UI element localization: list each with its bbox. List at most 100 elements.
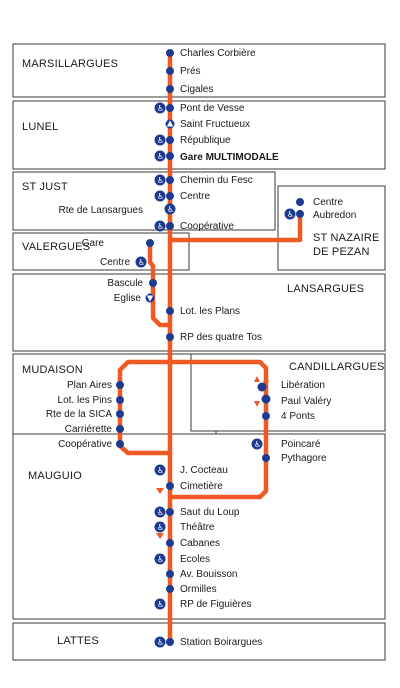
stop-rp-des-quatre-tos: RP des quatre Tos	[180, 332, 262, 343]
stop-dot-bascule	[149, 279, 157, 287]
stop-dot-station-boirargues	[166, 638, 174, 646]
wheelchair-icon: ♿	[154, 220, 166, 232]
stop-poincare: Poincaré	[281, 439, 321, 450]
town-lansargues: LANSARGUES	[287, 283, 364, 295]
svg-text:♿: ♿	[157, 638, 164, 647]
stop-rte-de-lansargues: Rte de Lansargues	[58, 205, 143, 216]
box-lansargues	[12, 273, 386, 352]
triangle-icon	[145, 293, 155, 303]
stop-j-cocteau: J. Cocteau	[180, 465, 228, 476]
town-marsillargues: MARSILLARGUES	[22, 58, 118, 70]
stop-dot-gare-valergues	[146, 239, 154, 247]
stop-cooperative-st-just: Coopérative	[180, 221, 234, 232]
triangle-icon	[156, 533, 164, 539]
stop-plan-aires: Plan Aires	[67, 380, 112, 391]
box-marsillargues	[12, 43, 386, 98]
stop-dots	[116, 49, 304, 646]
stop-aubredon: Aubredon	[313, 210, 356, 221]
wheelchair-icon: ♿	[154, 150, 166, 162]
svg-text:♿: ♿	[157, 176, 164, 185]
wheelchair-icon: ♿	[154, 636, 166, 648]
box-st-nazaire	[277, 185, 386, 271]
triangle-icon	[254, 394, 271, 407]
stop-rte-de-la-sica: Rte de la SICA	[46, 409, 112, 420]
wheelchair-icon: ♿	[154, 521, 166, 533]
wheelchair-icon: ♿	[135, 256, 147, 268]
stop-dot-charles-corbiere	[166, 49, 174, 57]
town-mudaison: MUDAISON	[22, 364, 83, 376]
svg-text:♿: ♿	[157, 600, 164, 609]
stop-dot-lot-les-pins	[116, 396, 124, 404]
stop-saut-du-loup: Saut du Loup	[180, 507, 240, 518]
stop-theatre: Théâtre	[180, 522, 215, 533]
route-candillargues-loop	[167, 359, 269, 500]
stop-cooperative-mudaison: Coopérative	[58, 439, 112, 450]
stop-dot-pythagore	[262, 454, 270, 462]
stop-republique: République	[180, 135, 231, 146]
box-mauguio	[12, 433, 386, 620]
stop-rp-de-figuieres: RP de Figuières	[180, 599, 252, 610]
route-valergues-branch	[147, 242, 173, 328]
triangle-icon	[156, 488, 164, 494]
stop-dot-pres	[166, 67, 174, 75]
box-candillargues	[190, 353, 386, 432]
stop-dot-cimetiere	[166, 482, 174, 490]
stop-paul-valery: Paul Valéry	[281, 396, 331, 407]
svg-text:♿: ♿	[157, 192, 164, 201]
stop-pythagore: Pythagore	[281, 453, 327, 464]
stop-dot-quatre-ponts	[262, 412, 270, 420]
stop-dot-cigales	[166, 85, 174, 93]
svg-text:♿: ♿	[157, 104, 164, 113]
stop-pres: Prés	[180, 66, 201, 77]
wheelchair-icon: ♿	[284, 208, 296, 220]
stop-dot-aubredon	[296, 210, 304, 218]
town-candillargues: CANDILLARGUES	[289, 361, 385, 373]
svg-text:♿: ♿	[157, 222, 164, 231]
svg-text:♿: ♿	[157, 466, 164, 475]
wheelchair-icon: ♿	[154, 134, 166, 146]
stop-dot-republique	[166, 136, 174, 144]
stop-dot-cooperative-st-just	[166, 222, 174, 230]
svg-text:♿: ♿	[157, 136, 164, 145]
svg-text:♿: ♿	[254, 440, 261, 449]
svg-text:♿: ♿	[287, 210, 294, 219]
stop-cabanes: Cabanes	[180, 538, 220, 549]
stop-dot-plan-aires	[116, 381, 124, 389]
town-valergues: VALERGUES	[22, 241, 90, 253]
wheelchair-icon: ♿	[154, 464, 166, 476]
triangle-icon	[165, 119, 175, 129]
stop-bascule: Bascule	[107, 278, 143, 289]
stop-carrierette: Carriérette	[65, 424, 113, 435]
stop-chemin-du-fesc: Chemin du Fesc	[180, 175, 253, 186]
wheelchair-icon: ♿	[154, 598, 166, 610]
stop-dot-chemin-du-fesc	[166, 176, 174, 184]
box-lattes	[12, 622, 386, 661]
town-st-nazaire-line1: ST NAZAIRE	[313, 232, 380, 244]
wheelchair-icon: ♿	[154, 174, 166, 186]
stop-ecoles: Ecoles	[180, 554, 210, 565]
stop-dot-carrierette	[116, 425, 124, 433]
stop-dot-cabanes	[166, 539, 174, 547]
stop-dot-av-bouisson	[166, 570, 174, 578]
wheelchair-icon: ♿	[164, 203, 176, 215]
svg-text:♿: ♿	[157, 508, 164, 517]
box-st-just	[12, 171, 276, 231]
stop-cigales: Cigales	[180, 84, 213, 95]
box-lunel	[12, 100, 386, 170]
stop-quatre-ponts: 4 Ponts	[281, 411, 315, 422]
town-lunel: LUNEL	[22, 121, 58, 133]
route-st-nazaire-branch	[167, 209, 303, 243]
town-mauguio: MAUGUIO	[28, 470, 82, 482]
triangle-icon	[254, 376, 269, 392]
stop-station-boirargues: Station Boirargues	[180, 637, 262, 648]
stop-dot-ormilles	[166, 585, 174, 593]
svg-text:♿: ♿	[157, 152, 164, 161]
wheelchair-icon: ♿	[154, 102, 166, 114]
stop-dot-pont-de-vesse	[166, 104, 174, 112]
stop-lot-les-pins: Lot. les Pins	[58, 395, 112, 406]
stop-eglise: Eglise	[114, 293, 142, 304]
stop-centre-valergues: Centre	[100, 257, 130, 268]
stop-lot-les-plans: Lot. les Plans	[180, 306, 240, 317]
stop-dot-gare-multimodale	[166, 152, 174, 160]
